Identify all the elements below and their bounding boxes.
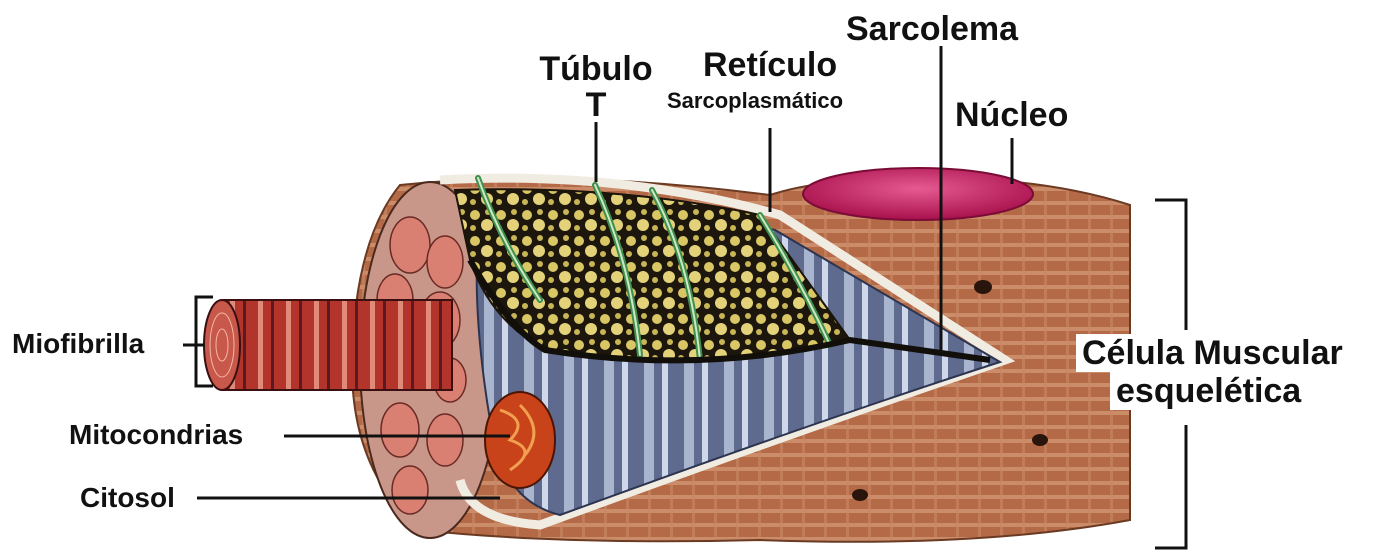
label-tubulo: Túbulo [534,52,658,86]
label-nucleo: Núcleo [955,98,1068,132]
label-esqueletica: esquelética [1110,372,1307,410]
myofibril-body [222,300,452,390]
label-reticulo: Retículo [703,48,837,82]
label-sarcolema: Sarcolema [846,12,1018,46]
nucleus-shape [803,168,1033,220]
label-tubulo-t: T [534,88,658,122]
label-miofibrilla: Miofibrilla [12,330,144,358]
label-reticulo-sarcoplasmatico: Sarcoplasmático [667,90,843,112]
label-citosol: Citosol [80,484,175,512]
label-mitocondrias: Mitocondrias [69,421,243,449]
label-celula-muscular: Célula Muscular [1076,334,1349,372]
